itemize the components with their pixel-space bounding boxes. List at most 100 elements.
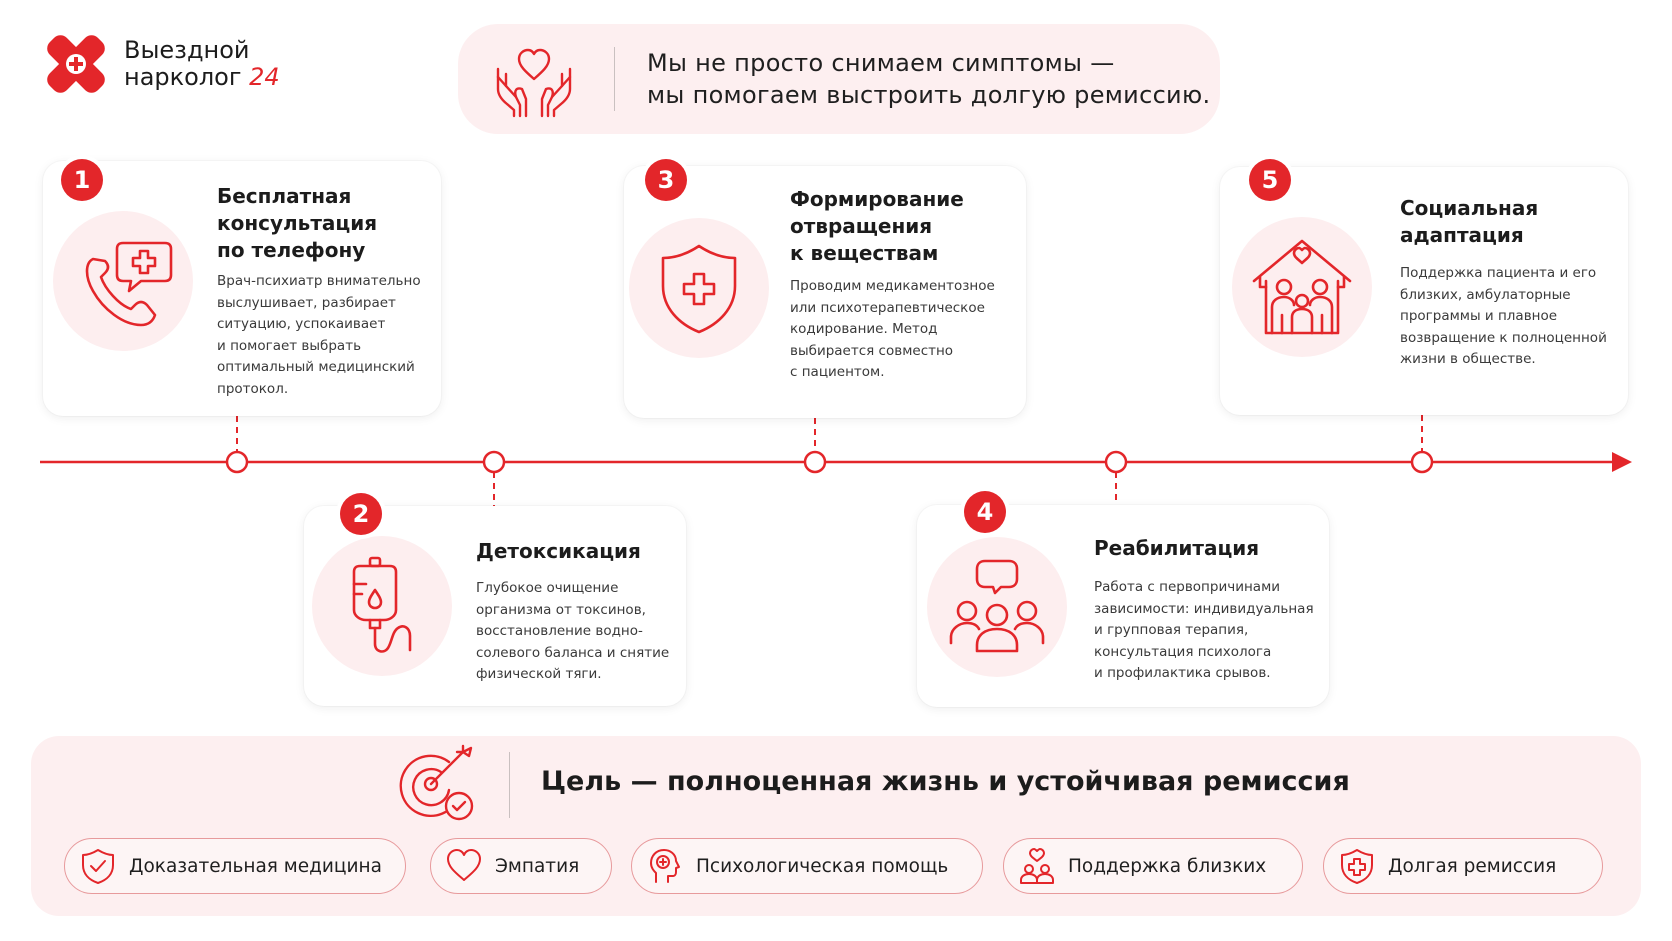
step-title: Социальная адаптация xyxy=(1400,195,1538,249)
step-icon-circle xyxy=(312,536,452,676)
step-text-line: Проводим медикаментозное xyxy=(790,278,995,294)
step-text-line: и групповая терапия, xyxy=(1094,622,1249,638)
step-text-line: и профилактика срывов. xyxy=(1094,665,1271,681)
shield-check-icon xyxy=(82,849,114,884)
step-text-line: консультация психолога xyxy=(1094,643,1272,660)
logo-line2: нарколог 24 xyxy=(124,64,280,91)
step-description: Работа с первопричинами зависимости: инд… xyxy=(1094,577,1314,685)
timeline-node-2 xyxy=(482,450,506,474)
step-description: Проводим медикаментозное или психотерапе… xyxy=(790,276,995,384)
head-brain-icon xyxy=(650,849,680,883)
logo-line1: Выездной xyxy=(124,36,250,64)
tag-evidence-medicine: Доказательная медицина xyxy=(64,838,406,894)
step-text-line: выслушивает, разбирает xyxy=(217,294,396,311)
step-text-line: программы и плавное xyxy=(1400,308,1558,324)
step-card-2: Детоксикация Глубокое очищение организма… xyxy=(304,506,686,706)
step-text-line: с пациентом. xyxy=(790,364,885,380)
logo-number: 24 xyxy=(249,63,280,91)
shield-plus-icon xyxy=(1341,849,1373,884)
step-title-line: Детоксикация xyxy=(476,539,641,563)
step-text-line: организма от токсинов, xyxy=(476,601,646,618)
step-icon-circle xyxy=(927,537,1067,677)
heart-icon xyxy=(447,849,481,881)
step-text-line: физической тяги. xyxy=(476,666,602,682)
step-title: Формирование отвращения к веществам xyxy=(790,186,964,267)
people-heart-icon xyxy=(1020,848,1054,884)
tag-label: Поддержка близких xyxy=(1068,855,1267,877)
tag-family-support: Поддержка близких xyxy=(1003,838,1303,894)
step-badge-2: 2 xyxy=(340,493,382,535)
step-title-line: Бесплатная xyxy=(217,184,352,208)
phone-medical-icon xyxy=(85,241,173,327)
tag-psychological-help: Психологическая помощь xyxy=(631,838,983,894)
iv-drip-icon xyxy=(352,556,412,653)
step-title: Детоксикация xyxy=(476,538,641,565)
step-text-line: протокол. xyxy=(217,380,289,397)
step-text-line: кодирование. Метод xyxy=(790,321,938,337)
step-description: Врач-психиатр внимательно выслушивает, р… xyxy=(217,271,421,400)
step-title-line: консультация xyxy=(217,211,378,235)
header-banner: Мы не просто снимаем симптомы — мы помог… xyxy=(458,24,1220,134)
step-text-line: возвращение к полноценной xyxy=(1400,329,1607,346)
step-text-line: и помогает выбрать xyxy=(217,337,362,354)
logo-word: нарколог xyxy=(124,63,242,91)
step-title-line: по телефону xyxy=(217,238,366,262)
tag-empathy: Эмпатия xyxy=(430,838,612,894)
step-title-line: адаптация xyxy=(1400,223,1524,247)
step-title-line: отвращения xyxy=(790,214,933,238)
step-title: Реабилитация xyxy=(1094,535,1259,562)
step-text-line: близких, амбулаторные xyxy=(1400,286,1571,303)
step-text-line: оптимальный медицинский xyxy=(217,359,415,375)
timeline-node-3 xyxy=(803,450,827,474)
step-text-line: Поддержка пациента и его xyxy=(1400,265,1597,281)
step-text-line: Врач-психиатр внимательно xyxy=(217,273,421,289)
step-text-line: жизни в обществе. xyxy=(1400,351,1536,367)
step-text-line: восстановление водно- xyxy=(476,623,643,639)
step-icon-circle xyxy=(1232,217,1372,357)
goal-divider xyxy=(509,752,510,818)
step-icon-circle xyxy=(53,211,193,351)
logo-cross-icon xyxy=(47,35,105,93)
step-title-line: Социальная xyxy=(1400,196,1539,220)
group-chat-icon xyxy=(949,559,1045,653)
step-badge-4: 4 xyxy=(964,491,1006,533)
step-card-4: Реабилитация Работа с первопричинами зав… xyxy=(917,505,1329,707)
shield-cross-icon xyxy=(661,244,737,334)
step-badge-3: 3 xyxy=(645,159,687,201)
step-card-3: Формирование отвращения к веществам Пров… xyxy=(624,166,1026,418)
step-description: Глубокое очищение организма от токсинов,… xyxy=(476,578,669,686)
header-line1: Мы не просто снимаем симптомы — xyxy=(647,49,1115,77)
tag-label: Долгая ремиссия xyxy=(1388,855,1557,877)
timeline-arrowhead xyxy=(1612,452,1632,472)
logo-text: Выездной нарколог 24 xyxy=(124,37,280,91)
step-text-line: солевого баланса и снятие xyxy=(476,644,670,661)
logo[interactable]: Выездной нарколог 24 xyxy=(40,34,280,94)
tag-label: Эмпатия xyxy=(495,855,580,877)
step-text-line: выбирается совместно xyxy=(790,342,954,359)
step-card-1: Бесплатная консультация по телефону Врач… xyxy=(43,161,441,416)
step-text-line: ситуацию, успокаивает xyxy=(217,316,386,332)
family-house-icon xyxy=(1252,239,1352,335)
step-text-line: Глубокое очищение xyxy=(476,580,619,596)
tag-label: Доказательная медицина xyxy=(129,855,382,877)
step-title-line: к веществам xyxy=(790,241,939,265)
step-badge-5: 5 xyxy=(1249,159,1291,201)
timeline-node-4 xyxy=(1104,450,1128,474)
step-title-line: Реабилитация xyxy=(1094,536,1260,560)
step-description: Поддержка пациента и его близких, амбула… xyxy=(1400,263,1607,371)
header-slogan: Мы не просто снимаем симптомы — мы помог… xyxy=(647,47,1210,111)
step-text-line: Работа с первопричинами xyxy=(1094,579,1281,595)
header-divider xyxy=(614,47,615,111)
step-text-line: или психотерапевтическое xyxy=(790,299,985,316)
heart-hands-icon xyxy=(496,48,572,118)
step-icon-circle xyxy=(629,218,769,358)
step-title-line: Формирование xyxy=(790,187,964,211)
tag-label: Психологическая помощь xyxy=(696,855,949,877)
goal-section: Цель — полноценная жизнь и устойчивая ре… xyxy=(31,736,1641,916)
timeline-node-1 xyxy=(225,450,249,474)
tag-long-remission: Долгая ремиссия xyxy=(1323,838,1603,894)
timeline-node-5 xyxy=(1410,450,1434,474)
step-title: Бесплатная консультация по телефону xyxy=(217,183,377,264)
step-card-5: Социальная адаптация Поддержка пациента … xyxy=(1220,167,1628,415)
step-text-line: зависимости: индивидуальная xyxy=(1094,600,1314,617)
